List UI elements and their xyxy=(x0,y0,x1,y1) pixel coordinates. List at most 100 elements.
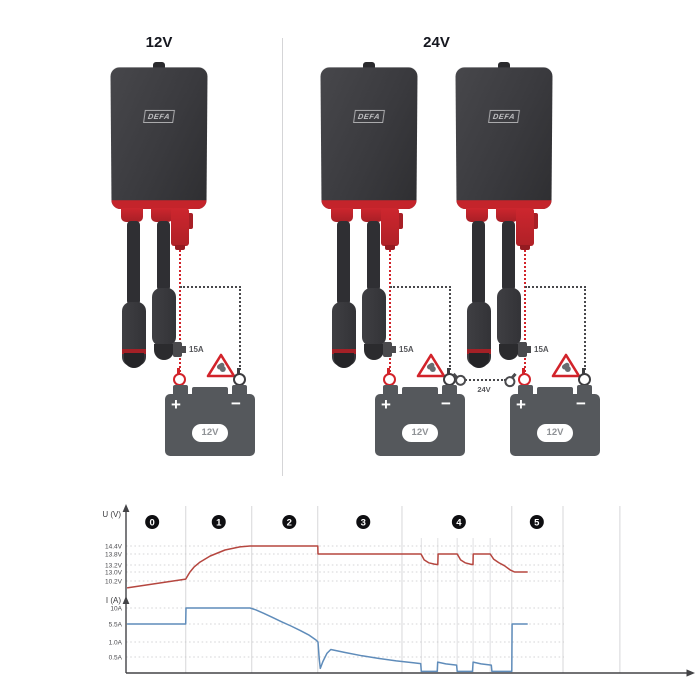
stage-marker xyxy=(529,515,544,529)
battery-voltage-pill: 12V xyxy=(192,424,228,442)
fuse-icon-tab xyxy=(182,346,186,353)
fuse-icon xyxy=(173,342,182,357)
positive-wire-dashed xyxy=(389,250,391,372)
current-tick-label: 10A xyxy=(110,606,122,613)
cable-connector xyxy=(362,288,386,346)
stage-marker xyxy=(451,515,466,529)
negative-wire-dashed xyxy=(584,286,586,370)
fused-output-connector xyxy=(171,208,189,246)
voltage-axis-label: U (V) xyxy=(102,510,121,519)
fuse-rating-label: 15A xyxy=(399,345,414,354)
cable-connector-tip xyxy=(364,344,384,360)
cable xyxy=(367,221,380,291)
fuse-rating-label: 15A xyxy=(189,345,204,354)
positive-wire-dashed xyxy=(524,250,526,372)
warning-triangle-icon xyxy=(416,352,446,379)
charger-ac-inlet xyxy=(153,62,165,70)
fused-output-latch xyxy=(399,213,403,229)
battery-plus-sign: + xyxy=(381,395,391,414)
output-connector xyxy=(361,208,383,222)
battery-top-ridge xyxy=(192,387,228,395)
negative-wire-dashed xyxy=(449,286,451,370)
output-connector xyxy=(331,208,353,222)
cable-connector-ring xyxy=(332,349,356,354)
charger-ac-inlet xyxy=(498,62,510,70)
fuse-icon-tab xyxy=(527,346,531,353)
negative-wire-dashed xyxy=(180,286,241,288)
battery-minus-sign: − xyxy=(576,394,586,413)
cable-connector-tip xyxy=(124,353,144,368)
current-curve xyxy=(127,607,528,673)
battery-terminal-tab xyxy=(577,385,592,395)
voltage-tick-label: 14.4V xyxy=(105,544,123,551)
stage-marker-number: 1 xyxy=(216,517,222,528)
cable xyxy=(472,221,485,305)
stage-marker-number: 4 xyxy=(456,517,462,528)
cable xyxy=(337,221,350,305)
cable-connector xyxy=(497,288,521,346)
current-axis-arrow xyxy=(122,596,130,604)
cable xyxy=(502,221,515,291)
battery-terminal-tab xyxy=(518,385,533,395)
x-axis-arrow xyxy=(686,669,695,677)
fused-output-connector xyxy=(381,208,399,246)
current-tick-label: 0.5A xyxy=(109,655,123,662)
battery-voltage-pill: 12V xyxy=(402,424,438,442)
fused-output-tip xyxy=(175,245,185,250)
battery-terminal-tab xyxy=(442,385,457,395)
cable-connector-tip xyxy=(499,344,519,360)
battery-terminal-tab xyxy=(173,385,188,395)
voltage-axis-arrow xyxy=(122,504,130,512)
cable-connector-tip xyxy=(469,353,489,368)
hand-warning-glyph xyxy=(561,362,571,372)
battery-top-ridge xyxy=(402,387,438,395)
cable xyxy=(127,221,140,305)
cable-connector xyxy=(152,288,176,346)
battery-minus-sign: − xyxy=(231,394,241,413)
warning-triangle-icon xyxy=(551,352,581,379)
current-tick-label: 5.5A xyxy=(109,622,123,629)
battery-top-ridge xyxy=(537,387,573,395)
voltage-tick-label: 10.2V xyxy=(105,579,123,586)
ring-terminal-negative-stem xyxy=(237,368,240,374)
section-title: 24V xyxy=(423,34,450,51)
negative-wire-dashed xyxy=(525,286,586,288)
series-link-dashed xyxy=(462,379,506,381)
output-connector xyxy=(151,208,173,222)
stage-marker xyxy=(211,515,226,529)
battery-terminal-tab xyxy=(383,385,398,395)
section-title: 12V xyxy=(145,34,173,51)
voltage-curve xyxy=(126,545,528,589)
stage-marker-number: 5 xyxy=(534,517,540,528)
ring-terminal-positive-stem xyxy=(522,368,525,374)
voltage-tick-label: 13.8V xyxy=(105,552,123,559)
section-divider xyxy=(282,38,283,476)
stage-marker-number: 0 xyxy=(150,517,155,528)
ring-terminal-negative-stem xyxy=(582,368,585,374)
battery-voltage-label: 12V xyxy=(201,427,219,438)
cable-connector-ring xyxy=(467,349,491,354)
battery-plus-sign: + xyxy=(171,395,181,414)
series-link-label: 24V xyxy=(477,385,491,394)
fused-output-tip xyxy=(520,245,530,250)
cable-connector-tip xyxy=(154,344,174,360)
cable-connector-ring xyxy=(122,349,146,354)
ring-terminal-positive-stem xyxy=(177,368,180,374)
battery-minus-sign: − xyxy=(441,394,451,413)
fuse-icon-tab xyxy=(392,346,396,353)
current-tick-label: 1.0A xyxy=(109,640,123,647)
ring-terminal-negative-stem xyxy=(447,368,450,374)
voltage-tick-label: 13.0V xyxy=(105,570,123,577)
cable xyxy=(157,221,170,291)
negative-wire-dashed xyxy=(390,286,451,288)
battery-plus-sign: + xyxy=(516,395,526,414)
battery-voltage-label: 12V xyxy=(546,427,564,438)
fuse-icon xyxy=(383,342,392,357)
fused-output-connector xyxy=(516,208,534,246)
cable-connector-tip xyxy=(334,353,354,368)
fuse-icon xyxy=(518,342,527,357)
fuse-rating-label: 15A xyxy=(534,345,549,354)
